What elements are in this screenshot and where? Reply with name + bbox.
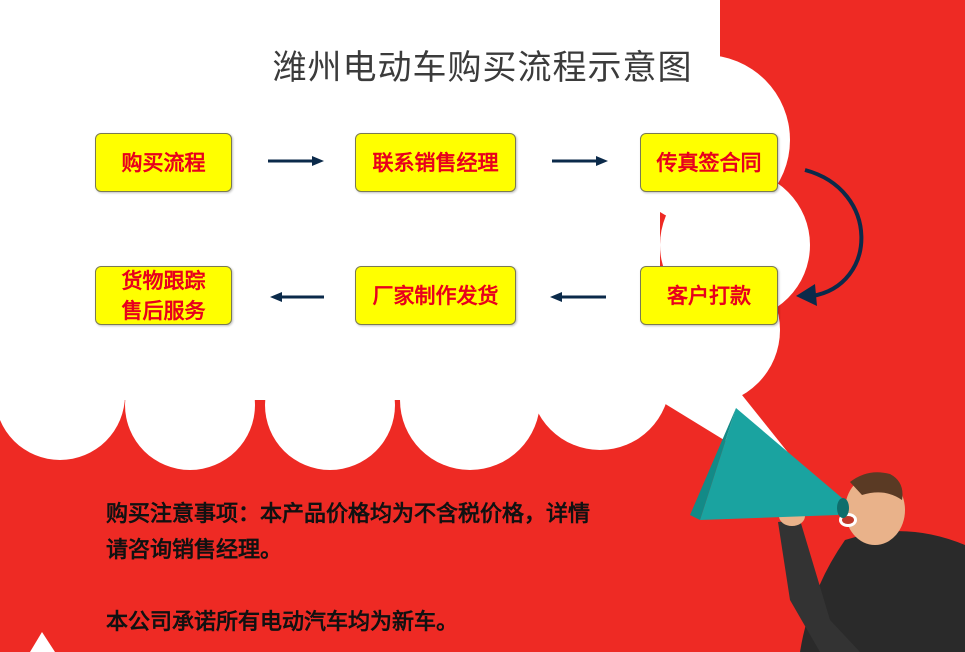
step-label: 厂家制作发货 xyxy=(372,282,499,308)
person-body-icon xyxy=(800,531,965,652)
step-label: 客户打款 xyxy=(667,282,751,308)
step-label: 购买流程 xyxy=(121,149,206,175)
megaphone-icon xyxy=(700,408,842,520)
notes-line-1: 购买注意事项：本产品价格均为不含税价格，详情 xyxy=(106,501,591,527)
page-title: 潍州电动车购买流程示意图 xyxy=(272,48,693,88)
step-customer-payment: 客户打款 xyxy=(640,266,778,325)
step-contact-sales-manager: 联系销售经理 xyxy=(355,133,516,192)
notes-line-3: 本公司承诺所有电动汽车均为新车。 xyxy=(106,609,459,635)
step-purchase-process: 购买流程 xyxy=(95,133,232,192)
step-label: 联系销售经理 xyxy=(372,149,499,175)
flow-arrows xyxy=(268,156,864,306)
arrow-right-icon xyxy=(268,156,324,166)
person-arm-icon xyxy=(778,520,860,652)
megaphone-person xyxy=(690,408,965,652)
step-label-line1: 货物跟踪 xyxy=(121,267,206,293)
step-fax-contract: 传真签合同 xyxy=(640,133,778,192)
notes-spacer xyxy=(106,568,706,604)
notes-line-2: 请咨询销售经理。 xyxy=(106,537,283,563)
step-tracking-after-sales: 货物跟踪 售后服务 xyxy=(95,266,232,325)
step-label-line2: 售后服务 xyxy=(121,297,206,323)
curved-arrow-icon xyxy=(796,168,864,306)
step-label: 传真签合同 xyxy=(656,149,762,175)
purchase-notes: 购买注意事项：本产品价格均为不含税价格，详情 请咨询销售经理。 本公司承诺所有电… xyxy=(106,496,706,640)
step-factory-shipping: 厂家制作发货 xyxy=(355,266,516,325)
arrow-right-icon xyxy=(552,156,608,166)
arrow-left-icon xyxy=(270,292,324,302)
arrow-left-icon xyxy=(550,292,606,302)
